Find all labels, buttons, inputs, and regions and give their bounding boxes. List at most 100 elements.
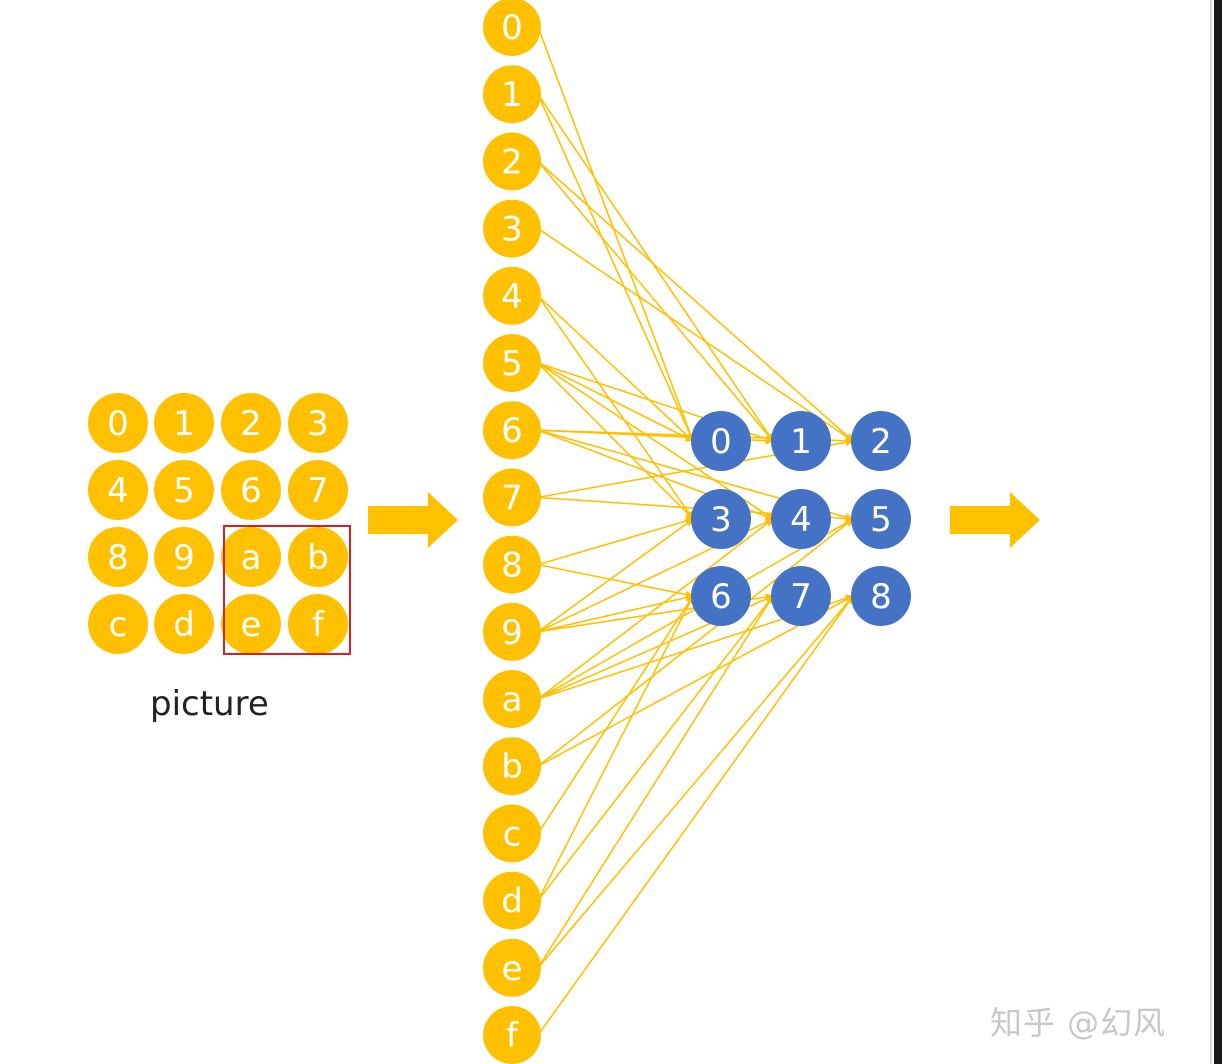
input-node: 4	[483, 266, 541, 325]
picture-pixel: 3	[288, 393, 348, 453]
input-node: a	[483, 670, 541, 728]
input-node-circle	[483, 737, 541, 796]
connection-line	[537, 227, 854, 442]
input-node-label: 5	[501, 344, 523, 384]
picture-pixel: 2	[221, 393, 281, 453]
picture-pixel-circle	[288, 460, 348, 520]
picture-pixel: 4	[88, 460, 148, 520]
picture-pixel-circle	[221, 393, 281, 453]
picture-pixel: 6	[221, 460, 281, 520]
picture-pixel: a	[221, 527, 281, 587]
output-node-circle	[691, 411, 751, 471]
output-node: 8	[851, 566, 911, 626]
connection-line	[537, 595, 694, 901]
output-node: 7	[771, 566, 831, 626]
input-node-circle	[483, 266, 541, 325]
picture-pixel: b	[288, 527, 348, 587]
picture-pixel: 7	[288, 460, 348, 520]
input-node-circle	[483, 401, 541, 460]
picture-pixel: 8	[88, 527, 148, 587]
connection-line	[537, 595, 854, 969]
connection-line	[537, 362, 694, 442]
picture-pixel: e	[221, 594, 281, 654]
picture-pixel-label: f	[312, 605, 325, 645]
picture-pixel: c	[88, 594, 148, 654]
input-node-label: 1	[501, 75, 523, 115]
connection-line	[537, 563, 694, 599]
picture-pixel-circle	[221, 460, 281, 520]
picture-pixel-circle	[88, 594, 148, 654]
input-node-circle	[483, 468, 541, 527]
input-node: f	[483, 1006, 541, 1064]
input-node-circle	[483, 871, 541, 930]
picture-pixel: 0	[88, 393, 148, 453]
connection-line	[537, 595, 694, 834]
picture-pixel-circle	[221, 594, 281, 654]
picture-pixel-circle	[154, 594, 214, 654]
input-node-label: 9	[501, 613, 523, 653]
output-node-label: 5	[870, 500, 892, 540]
picture-pixel-circle	[288, 527, 348, 587]
input-node: 3	[483, 199, 541, 258]
connection-line	[537, 295, 694, 442]
connection-line	[537, 595, 774, 969]
picture-pixel-label: e	[241, 605, 262, 645]
output-node: 4	[771, 489, 831, 549]
input-node-circle	[483, 132, 541, 191]
input-node-circle	[483, 535, 541, 594]
connection-line	[537, 295, 694, 520]
input-node-label: d	[501, 882, 523, 922]
input-node-label: a	[502, 680, 523, 720]
picture-pixel-label: 3	[307, 404, 329, 444]
picture-pixel-circle	[288, 594, 348, 654]
receptive-field-highlight	[223, 525, 351, 655]
input-node-label: 3	[501, 210, 523, 250]
picture-pixel-circle	[154, 527, 214, 587]
output-node-circle	[851, 489, 911, 549]
output-node-label: 8	[870, 577, 892, 617]
right-arrow-icon	[368, 492, 458, 548]
input-node: 6	[483, 401, 541, 460]
picture-pixel-circle	[154, 393, 214, 453]
input-node-label: c	[503, 814, 522, 854]
watermark: 知乎 @幻风	[990, 1004, 1167, 1042]
output-node: 1	[771, 411, 831, 471]
input-node-label: 4	[501, 277, 523, 317]
output-node: 0	[691, 411, 751, 471]
output-node-circle	[691, 489, 751, 549]
output-node: 3	[691, 489, 751, 549]
connection-line	[537, 93, 694, 442]
input-node: b	[483, 737, 541, 796]
connection-line	[537, 517, 694, 566]
connection-line	[537, 518, 694, 633]
connection-line	[537, 595, 774, 902]
connection-line	[537, 518, 774, 700]
output-node: 6	[691, 566, 751, 626]
input-node-label: 7	[501, 478, 523, 518]
picture-pixel-label: 1	[173, 404, 195, 444]
input-node: e	[483, 938, 541, 997]
connection-line	[537, 26, 695, 442]
output-node-circle	[851, 411, 911, 471]
picture-pixel-circle	[88, 393, 148, 453]
connection-line	[537, 160, 774, 442]
picture-pixel-circle	[154, 460, 214, 520]
picture-pixel-label: 5	[173, 471, 195, 511]
picture-pixel-label: c	[109, 605, 128, 645]
input-node-label: 0	[501, 8, 523, 48]
input-node: 9	[483, 602, 541, 661]
connection-line	[537, 160, 854, 442]
input-node-circle	[483, 65, 541, 124]
picture-pixel-label: 2	[240, 404, 262, 444]
input-node: 5	[483, 334, 541, 392]
input-node-circle	[483, 334, 541, 392]
input-node-label: b	[501, 747, 523, 787]
connection-lines	[537, 26, 854, 1036]
input-node-label: 6	[501, 411, 523, 451]
input-node: 1	[483, 65, 541, 124]
input-node-label: 2	[501, 142, 523, 182]
right-arrow-icon	[950, 492, 1040, 548]
